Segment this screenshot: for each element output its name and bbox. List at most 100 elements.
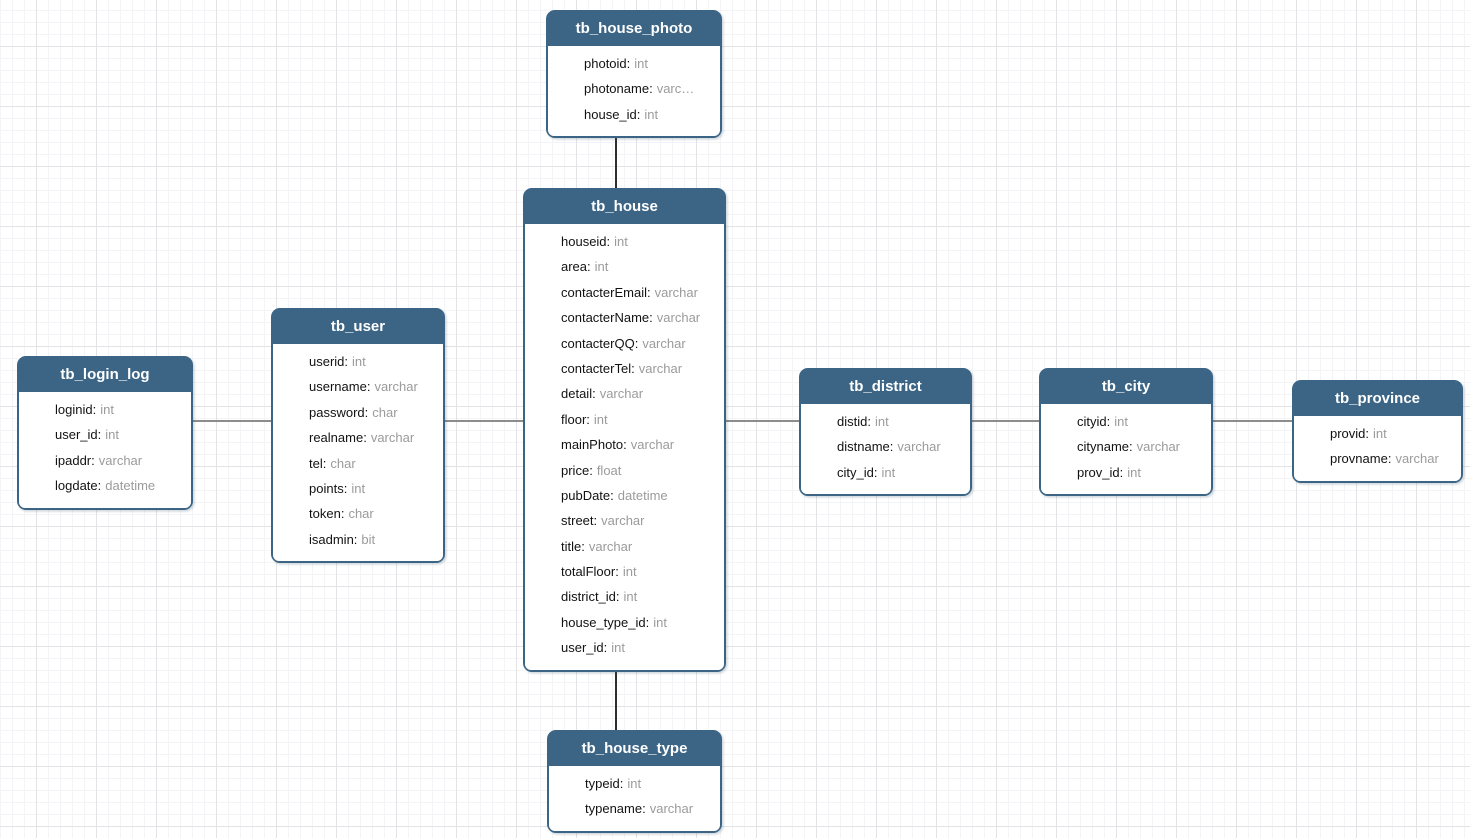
field-type: varchar (654, 284, 698, 300)
field-row-token[interactable]: tokenchar (273, 501, 443, 526)
field-row-realname[interactable]: realnamevarchar (273, 425, 443, 450)
field-name: provname (1330, 451, 1391, 466)
table-tb_district[interactable]: tb_district distidintdistnamevarcharcity… (799, 368, 972, 497)
field-name: pubDate (561, 488, 614, 503)
table-header[interactable]: tb_login_log (19, 358, 191, 392)
field-name: house_type_id (561, 615, 649, 630)
field-row-district_id[interactable]: district_idint (525, 584, 724, 609)
table-tb_city[interactable]: tb_city cityid int citynamevarchar prov_id i… (1039, 368, 1213, 497)
field-row-isadmin[interactable]: isadminbit (273, 527, 443, 552)
field-row-pubDate[interactable]: pubDatedatetime (525, 483, 724, 508)
table-header[interactable]: tb_house (525, 190, 724, 224)
field-type: varc… (656, 81, 695, 97)
field-row-street[interactable]: streetvarchar (525, 508, 724, 533)
field-name: price (561, 463, 593, 478)
field-type: varchar (638, 360, 683, 376)
field-row-loginid[interactable]: loginidint (19, 397, 191, 422)
field-row-house_id[interactable]: house_idint (548, 102, 720, 127)
field-name: user_id (561, 640, 607, 655)
field-row-tel[interactable]: telchar (273, 451, 443, 476)
field-name: password (309, 405, 368, 420)
field-name: realname (309, 430, 367, 445)
field-name: contacterTel (561, 361, 635, 376)
field-name: cityid (1077, 414, 1110, 429)
field-row-username[interactable]: usernamevarchar (273, 374, 443, 399)
connector-tb_house-to-tb_house_type[interactable] (615, 640, 617, 762)
field-type: varchar (374, 379, 418, 395)
field-row-contacterTel[interactable]: contacterTelvarchar (525, 356, 724, 381)
field-type: varchar (599, 386, 644, 402)
table-tb_house_photo[interactable]: tb_house_photo photoidintphotonamevarc…h… (546, 10, 722, 139)
field-row-mainPhoto[interactable]: mainPhotovarchar (525, 432, 724, 457)
field-type: int (100, 402, 114, 417)
field-row-user_id[interactable]: user_idint (525, 635, 724, 660)
field-type: int (644, 106, 659, 122)
table-body: distidintdistnamevarcharcity_idint (801, 404, 970, 495)
field-name: prov_id (1077, 465, 1123, 480)
field-row-user_id[interactable]: user_idint (19, 422, 191, 447)
field-type: int (352, 354, 366, 369)
field-row-distid[interactable]: distidint (801, 409, 970, 434)
field-row-totalFloor[interactable]: totalFloorint (525, 559, 724, 584)
connector-tb_login_log-to-tb_province[interactable] (100, 420, 1370, 422)
field-type: int (593, 411, 608, 427)
table-header[interactable]: tb_province (1294, 382, 1461, 416)
table-tb_house_type[interactable]: tb_house_type typeid int typenamevarchar (547, 730, 722, 833)
field-row-logdate[interactable]: logdatedatetime (19, 473, 191, 498)
field-type: int (1127, 464, 1141, 480)
table-header[interactable]: tb_city (1041, 370, 1211, 404)
field-row-area[interactable]: areaint (525, 254, 724, 279)
field-row-cityname[interactable]: citynamevarchar (1041, 434, 1211, 459)
field-type: float (596, 462, 622, 478)
field-name: detail (561, 386, 596, 401)
table-header[interactable]: tb_house_type (549, 732, 720, 766)
field-row-userid[interactable]: useridint (273, 349, 443, 374)
field-type: int (881, 464, 896, 480)
field-type: int (1373, 426, 1387, 441)
field-row-price[interactable]: pricefloat (525, 458, 724, 483)
field-row-ipaddr[interactable]: ipaddrvarchar (19, 448, 191, 473)
table-header[interactable]: tb_house_photo (548, 12, 720, 46)
field-type: int (653, 614, 667, 630)
field-row-title[interactable]: titlevarchar (525, 534, 724, 559)
field-name: distid (837, 414, 871, 429)
field-row-distname[interactable]: distnamevarchar (801, 434, 970, 459)
field-row-contacterEmail[interactable]: contacterEmailvarchar (525, 280, 724, 305)
field-row-typeid[interactable]: typeid int (549, 771, 720, 796)
field-row-password[interactable]: password char (273, 400, 443, 425)
field-row-detail[interactable]: detailvarchar (525, 381, 724, 406)
field-row-contacterQQ[interactable]: contacterQQvarchar (525, 331, 724, 356)
connector-tb_house_photo-to-tb_house[interactable] (615, 100, 617, 212)
table-title: tb_district (849, 378, 922, 395)
table-title: tb_house_photo (575, 20, 693, 37)
field-type: char (348, 506, 374, 522)
field-type: char (372, 404, 398, 420)
field-row-provname[interactable]: provnamevarchar (1294, 446, 1461, 471)
field-name: typeid (585, 776, 623, 791)
field-type: int (1114, 414, 1128, 429)
field-row-points[interactable]: pointsint (273, 476, 443, 501)
table-tb_login_log[interactable]: tb_login_log loginidintuser_idintipaddrv… (17, 356, 193, 510)
field-name: photoname (584, 81, 653, 96)
field-name: user_id (55, 427, 101, 442)
field-row-prov_id[interactable]: prov_id int (1041, 460, 1211, 485)
field-row-city_id[interactable]: city_idint (801, 460, 970, 485)
field-row-contacterName[interactable]: contacterNamevarchar (525, 305, 724, 330)
table-tb_user[interactable]: tb_user useridintusernamevarcharpassword… (271, 308, 445, 564)
field-row-photoid[interactable]: photoidint (548, 51, 720, 76)
field-name: title (561, 539, 585, 554)
field-row-houseid[interactable]: houseidint (525, 229, 724, 254)
field-row-house_type_id[interactable]: house_type_id int (525, 610, 724, 635)
table-tb_province[interactable]: tb_province provid int provnamevarchar (1292, 380, 1463, 483)
field-type: int (627, 776, 642, 791)
field-row-typename[interactable]: typenamevarchar (549, 796, 720, 821)
field-row-photoname[interactable]: photonamevarc… (548, 76, 720, 101)
table-header[interactable]: tb_district (801, 370, 970, 404)
field-row-floor[interactable]: floorint (525, 407, 724, 432)
field-row-cityid[interactable]: cityid int (1041, 409, 1211, 434)
field-name: floor (561, 412, 590, 427)
field-name: provid (1330, 426, 1369, 441)
field-row-provid[interactable]: provid int (1294, 421, 1461, 446)
table-header[interactable]: tb_user (273, 310, 443, 344)
table-tb_house[interactable]: tb_house houseidintareaintcontacterEmail… (523, 188, 726, 672)
